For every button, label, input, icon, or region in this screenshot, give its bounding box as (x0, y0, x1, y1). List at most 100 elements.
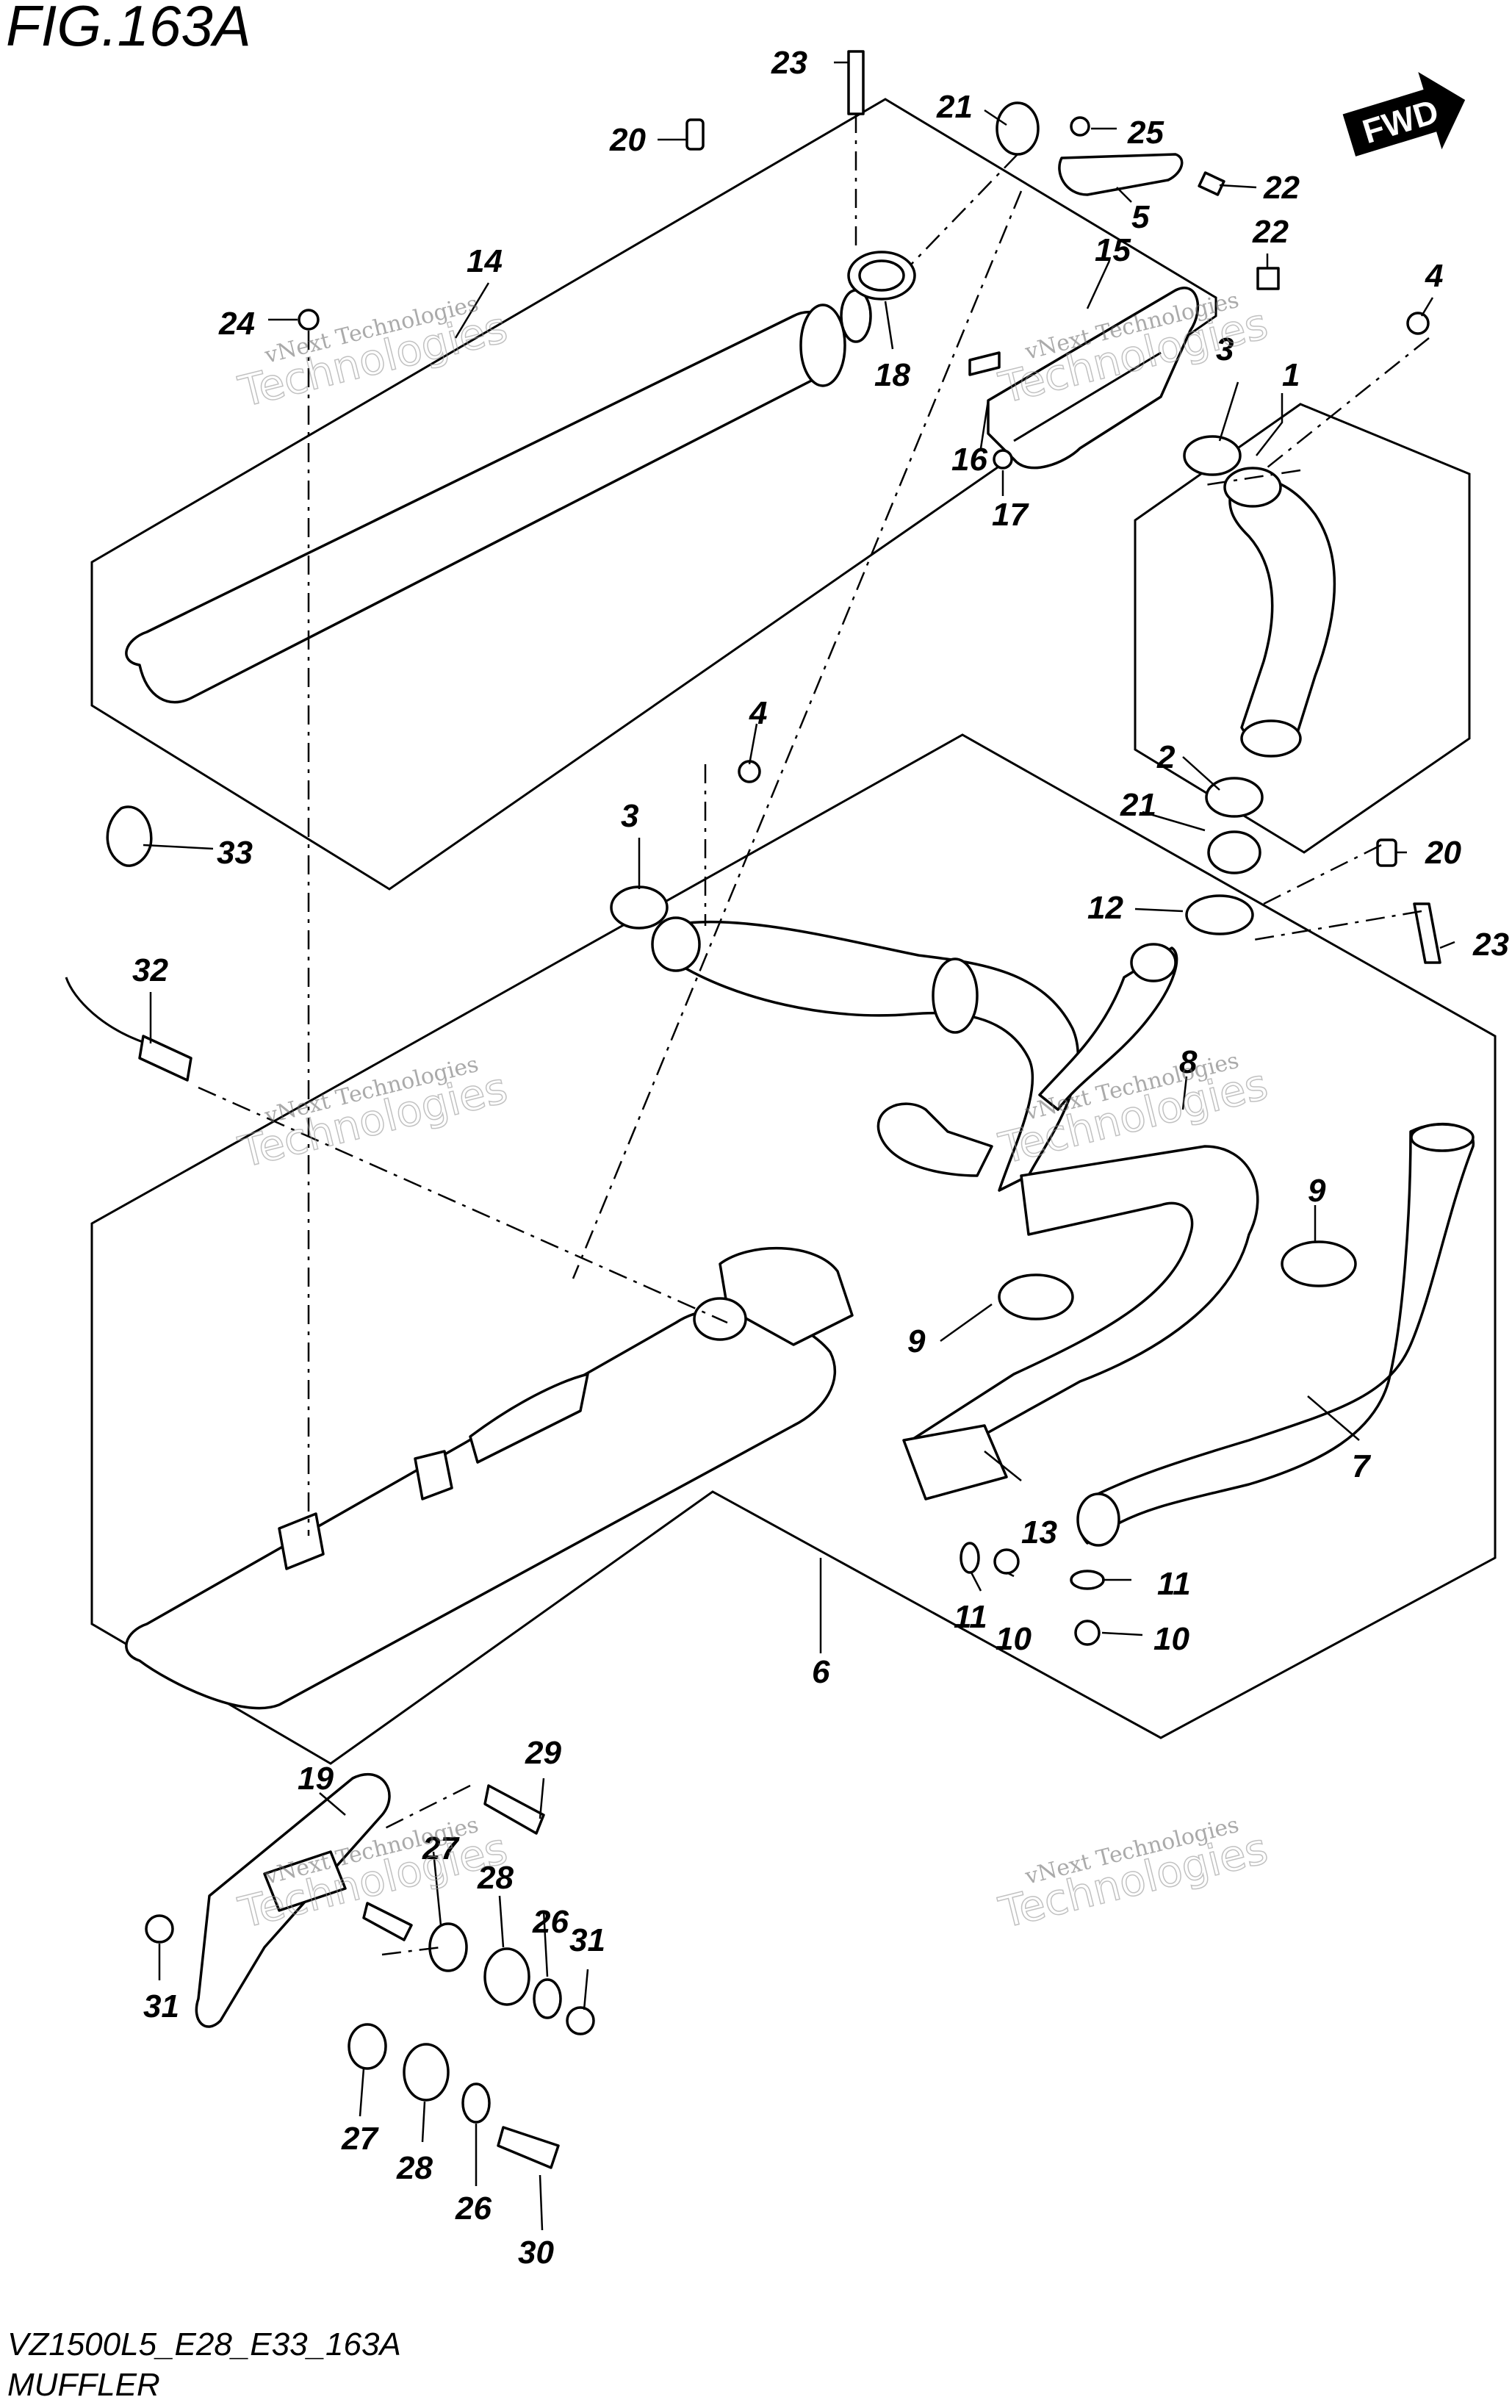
callout-28b: 28 (396, 2150, 433, 2186)
callout-31b: 31 (569, 1922, 605, 1958)
callout-15: 15 (1095, 232, 1131, 268)
gasket-3b (610, 885, 669, 930)
callout-29: 29 (525, 1735, 561, 1771)
bolt-25 (1070, 116, 1090, 137)
callout-1: 1 (1282, 357, 1300, 393)
stud-bolt (362, 1902, 413, 1941)
sensor-wire-32 (65, 977, 148, 1045)
alignment-lines (198, 114, 1430, 1956)
bolt-4b (738, 760, 761, 783)
callout-20a: 20 (609, 122, 646, 158)
callout-24: 24 (218, 306, 255, 342)
callout-27a: 27 (422, 1830, 460, 1866)
cable-tie-33 (106, 805, 153, 867)
bolt-30 (497, 2126, 560, 2169)
gasket-21b (1207, 830, 1261, 874)
callout-32: 32 (132, 952, 168, 988)
callout-12: 12 (1087, 890, 1123, 926)
bracket-assembly (145, 1772, 595, 2169)
nut-22b (1256, 267, 1280, 290)
exhaust-pipe-1 (1223, 467, 1336, 758)
bolt-17 (993, 449, 1013, 470)
callout-21a: 21 (936, 89, 973, 125)
bolt-29 (483, 1784, 545, 1835)
gasket-21a (996, 101, 1040, 156)
callout-6: 6 (812, 1654, 830, 1690)
washer-26a (533, 1978, 562, 2019)
callout-28a: 28 (477, 1860, 514, 1896)
bracket-5 (1058, 153, 1184, 196)
grommet-28a (483, 1947, 530, 2006)
exhaust-pipe-7 (1076, 1122, 1475, 1547)
callout-13: 13 (1021, 1514, 1057, 1550)
callout-26b: 26 (455, 2190, 492, 2226)
callout-labels: 1 2 3 3 4 4 5 6 7 8 9 9 10 10 11 11 12 1… (132, 45, 1509, 2271)
callout-11a: 11 (954, 1599, 987, 1635)
callout-23b: 23 (1472, 927, 1509, 963)
callout-9b: 9 (1308, 1173, 1326, 1209)
callout-14: 14 (467, 243, 503, 279)
callout-20b: 20 (1425, 835, 1461, 871)
callout-19: 19 (298, 1761, 334, 1797)
clamp-9b (1281, 1240, 1357, 1287)
clamp-12 (1185, 894, 1254, 935)
callout-10a: 10 (996, 1621, 1032, 1657)
bolt-10a (993, 1548, 1020, 1575)
pin-20b (1376, 838, 1397, 867)
clamp-18 (847, 251, 916, 301)
figure-title: FIG.163A (6, 0, 251, 58)
clamp-2 (1205, 777, 1264, 818)
washer-11a (960, 1542, 980, 1574)
callout-16: 16 (951, 442, 987, 478)
callout-4b: 4 (749, 695, 767, 731)
callout-5: 5 (1131, 199, 1150, 235)
heat-shield-upper (987, 287, 1200, 470)
callout-8: 8 (1179, 1044, 1198, 1080)
pin-20a (685, 118, 705, 151)
o2-sensor-32 (138, 1035, 192, 1082)
exhaust-pipe-8 (876, 943, 1178, 1177)
callout-22a: 22 (1263, 170, 1300, 206)
washer-11b (1070, 1570, 1105, 1590)
nut-31a (145, 1914, 174, 1944)
callout-11b: 11 (1157, 1566, 1191, 1602)
small-parts (65, 50, 1441, 1082)
clamp-9a (998, 1273, 1074, 1320)
callout-17: 17 (992, 497, 1029, 533)
nut-22a (1198, 171, 1225, 196)
exhaust-pipe-box (1134, 403, 1471, 854)
gasket-3a (1183, 435, 1242, 476)
collar-27a (428, 1922, 468, 1972)
callout-7: 7 (1352, 1448, 1372, 1484)
fwd-arrow-badge: FWD (1342, 72, 1466, 157)
callout-27b: 27 (341, 2121, 379, 2157)
callout-31a: 31 (143, 1988, 179, 2024)
model-code: VZ1500L5_E28_E33_163A (7, 2326, 401, 2362)
grommet-28b (403, 2043, 450, 2102)
callout-2: 2 (1156, 739, 1176, 775)
bolt-10b (1074, 1620, 1101, 1646)
bolt-23a (847, 50, 865, 115)
bolt-23b (1413, 902, 1441, 964)
small-parts-lower (960, 1542, 1105, 1646)
collar-27b (348, 2023, 387, 2070)
callout-22b: 22 (1252, 214, 1289, 250)
bolt-4a (1406, 312, 1430, 335)
washer-26b (461, 2082, 491, 2124)
callout-3a: 3 (1216, 331, 1234, 367)
nut-31b (566, 2006, 595, 2035)
callout-25: 25 (1127, 115, 1164, 151)
callout-9a: 9 (907, 1323, 926, 1359)
callout-23a: 23 (771, 45, 807, 81)
leader-lines (143, 61, 1455, 2231)
callout-21b: 21 (1120, 787, 1156, 823)
callout-18: 18 (874, 357, 910, 393)
heat-shield-lower (902, 1145, 1259, 1500)
callout-33: 33 (217, 835, 253, 871)
clip-16 (968, 351, 1001, 376)
muffler-lower (125, 1246, 854, 1710)
group-name: MUFFLER (7, 2367, 160, 2403)
bolt-24 (298, 309, 320, 331)
callout-26a: 26 (532, 1904, 569, 1940)
